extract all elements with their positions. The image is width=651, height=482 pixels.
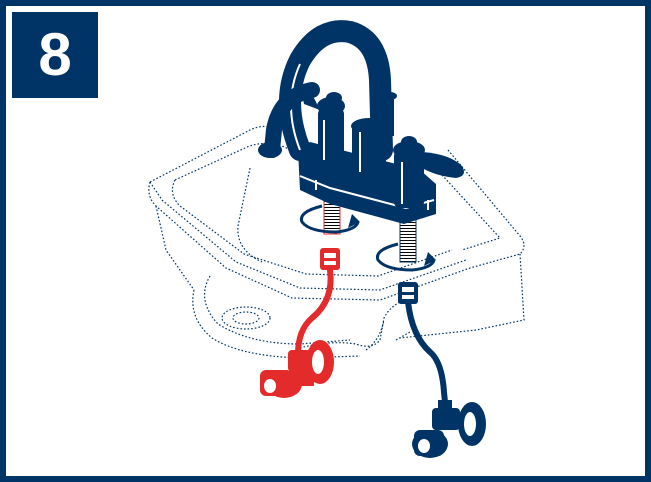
faucet-icon xyxy=(258,20,464,224)
hot-supply-line-icon xyxy=(295,248,340,357)
step-number: 8 xyxy=(38,21,72,88)
cold-tailpiece-threads xyxy=(399,217,417,263)
tighten-arrow-icon xyxy=(375,242,436,272)
cold-supply-line-icon xyxy=(398,282,449,415)
tighten-arrow-icon xyxy=(299,204,360,234)
drain-icon xyxy=(221,306,271,330)
hot-shutoff-valve-icon xyxy=(260,340,334,398)
sink-basin-icon xyxy=(148,125,525,359)
cold-shutoff-valve-icon xyxy=(412,400,486,458)
step-badge: 8 xyxy=(12,12,98,98)
